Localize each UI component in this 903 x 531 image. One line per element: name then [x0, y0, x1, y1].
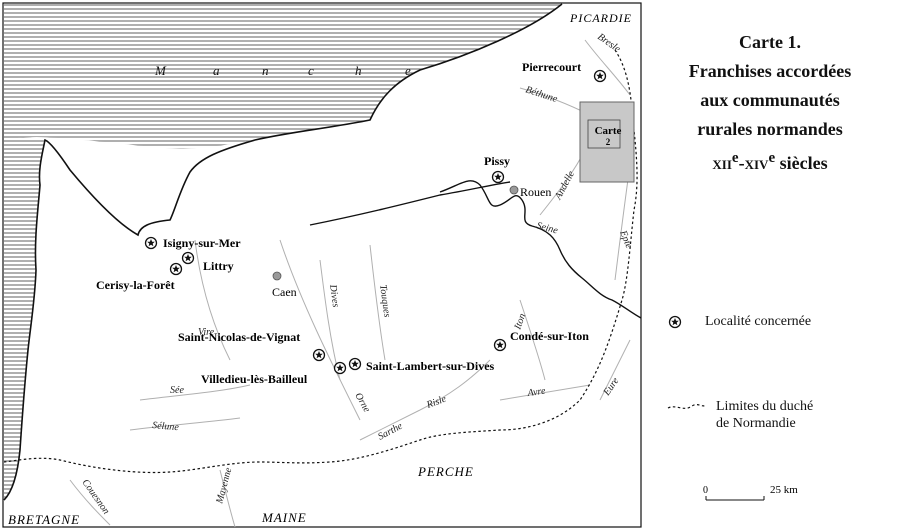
coastline [3, 3, 563, 501]
marker-villedieu-les-bailleul[interactable] [333, 361, 347, 375]
inset-label-line1: Carte [595, 125, 622, 137]
city-label-caen: Caen [272, 285, 297, 299]
river-orne [279, 239, 361, 421]
inset-label-line2: 2 [606, 137, 611, 147]
label-pissy: Pissy [484, 154, 510, 168]
legend-locality-label: Localité concernée [705, 314, 812, 329]
localities-layer: Pierrecourt Pissy Isigny-sur-Mer Littry … [96, 60, 607, 386]
river-touques [369, 244, 386, 361]
river-eure [599, 339, 631, 401]
label-saint-lambert-sur-dives: Saint-Lambert-sur-Dives [366, 359, 495, 373]
label-pierrecourt: Pierrecourt [522, 60, 581, 74]
marker-saint-nicolas-de-vignat[interactable] [312, 348, 326, 362]
river-seine [439, 180, 642, 319]
title-line2: Franchises accordées [688, 61, 852, 81]
label-littry: Littry [203, 259, 234, 273]
river-network [69, 39, 631, 528]
label-vire: Vire [198, 327, 215, 338]
sea-manche [4, 4, 562, 149]
label-touques: Touques [377, 284, 392, 318]
map-title: Carte 1. Franchises accordées aux commun… [655, 28, 885, 178]
marker-pissy[interactable] [491, 170, 505, 184]
title-century-word: siècles [775, 153, 828, 173]
legend-locality-marker [668, 315, 682, 329]
label-dives: Dives [327, 283, 341, 308]
marker-littry[interactable] [181, 251, 195, 265]
sea-letter: e [405, 63, 411, 78]
region-perche: PERCHE [417, 464, 474, 479]
region-picardie: PICARDIE [569, 11, 632, 25]
title-line1: Carte 1. [739, 32, 801, 52]
scale-zero: 0 [703, 485, 708, 496]
city-dot-caen [272, 271, 282, 281]
label-avre: Avre [526, 386, 547, 400]
river-bresle [584, 39, 631, 96]
sea-letter: h [355, 63, 362, 78]
title-line5: xiie-xive siècles [655, 144, 885, 178]
label-iton: Iton [512, 312, 528, 332]
marker-cerisy-la-foret[interactable] [169, 262, 183, 276]
river-selune [129, 417, 241, 431]
river-avre [499, 384, 591, 401]
seine-estuary-coast [309, 181, 511, 226]
river-iton [519, 299, 546, 381]
marker-isigny-sur-mer[interactable] [144, 236, 158, 250]
label-villedieu-les-bailleul: Villedieu-lès-Bailleul [201, 372, 308, 386]
title-century-end: -xiv [738, 153, 769, 173]
normandy-border [3, 49, 638, 474]
river-see [139, 384, 251, 401]
marker-conde-sur-iton[interactable] [493, 338, 507, 352]
sea-letter: n [262, 63, 269, 78]
inset-frame [587, 119, 621, 149]
label-isigny-sur-mer: Isigny-sur-Mer [163, 236, 241, 250]
title-line4: rurales normandes [697, 119, 843, 139]
label-conde-sur-iton: Condé-sur-Iton [510, 329, 589, 343]
legend-border-line [667, 403, 707, 409]
legend-border-label-2: de Normandie [716, 416, 796, 431]
river-couesnon [69, 479, 111, 526]
scale-length: 25 km [770, 484, 798, 496]
sea-letter: M [154, 63, 167, 78]
sea-west [4, 137, 45, 500]
marker-saint-lambert-sur-dives[interactable] [348, 357, 362, 371]
river-sarthe [359, 409, 421, 441]
sea-letter: c [308, 63, 314, 78]
marker-pierrecourt[interactable] [593, 69, 607, 83]
inset-map-box[interactable] [579, 101, 635, 183]
title-century-start: xii [712, 153, 732, 173]
label-cerisy-la-foret: Cerisy-la-Forêt [96, 278, 175, 292]
region-maine: MAINE [261, 510, 307, 525]
label-selune: Sélune [152, 420, 180, 433]
title-sup-1: e [731, 150, 739, 166]
sea-letter: a [213, 63, 220, 78]
river-mayenne [219, 469, 236, 528]
label-see: Sée [170, 385, 184, 396]
region-bretagne: BRETAGNE [8, 512, 80, 527]
city-dot-rouen [509, 185, 519, 195]
river-risle [419, 359, 491, 411]
legend-border-label-1: Limites du duché [716, 399, 814, 414]
city-label-rouen: Rouen [520, 185, 551, 199]
label-saint-nicolas-de-vignat: Saint-Nicolas-de-Vignat [178, 330, 300, 344]
title-line3: aux communautés [700, 90, 840, 110]
title-sup-2: e [768, 150, 776, 166]
river-vire [194, 239, 231, 361]
sea-label-manche: M a n c h e [154, 63, 411, 78]
